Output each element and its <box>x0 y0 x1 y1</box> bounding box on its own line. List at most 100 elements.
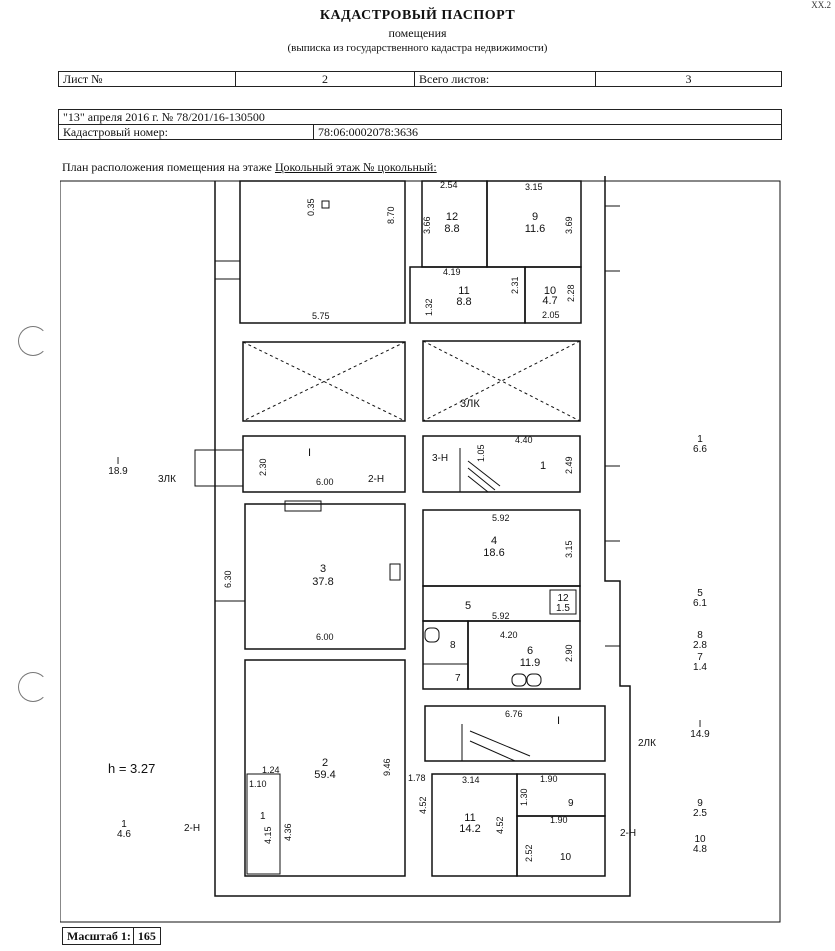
cadastral-number-label: Кадастровый номер: <box>58 124 314 140</box>
room-1b <box>246 773 281 875</box>
dimension-label: 4.52 <box>495 816 505 834</box>
dimension-label: 5.92 <box>492 611 510 621</box>
dimension-label: 1.90 <box>540 774 558 784</box>
side-right-6-area: 2.5 <box>693 808 707 819</box>
fixture-icon <box>526 673 542 687</box>
dimension-label: 3.66 <box>422 216 432 234</box>
dimension-label: 0.35 <box>306 198 316 216</box>
side-right-7-number: 10 <box>694 834 706 845</box>
document-title: КАДАСТРОВЫЙ ПАСПОРТ <box>319 8 516 23</box>
stair-2-label: I <box>557 715 560 727</box>
room-12b-number: 12 <box>557 593 569 604</box>
fixture-icon <box>389 563 401 581</box>
fixture-icon <box>284 500 322 512</box>
room-5-number: 5 <box>465 600 471 612</box>
side-right-3-area: 2.8 <box>693 640 707 651</box>
room-2-area: 59.4 <box>314 769 335 781</box>
scale-value: 165 <box>132 928 156 944</box>
dimension-label: 6.00 <box>316 632 334 642</box>
stair-steps <box>467 475 489 493</box>
shaft-cross <box>422 340 581 422</box>
side-right-7-area: 4.8 <box>693 844 707 855</box>
corner-mark: ХХ.2 <box>811 0 831 10</box>
scale-box: Масштаб 1:165 <box>62 927 161 945</box>
room-11b-area: 14.2 <box>459 823 480 835</box>
shaft-cross <box>242 341 406 422</box>
dimension-label: 2.05 <box>542 310 560 320</box>
side-right-5-area: 14.9 <box>690 729 710 740</box>
side-left-2-number: 1 <box>121 819 127 830</box>
dimension-label: 2.31 <box>510 276 520 294</box>
stair-steps <box>461 724 530 762</box>
side-left-2-area: 4.6 <box>117 829 131 840</box>
room-12-number: 12 <box>446 211 458 223</box>
hole-punch-mark <box>18 672 48 702</box>
dimension-label: 6.30 <box>223 570 233 588</box>
room-12b-area: 1.5 <box>556 603 570 614</box>
dimension-label: 2.30 <box>258 458 268 476</box>
dimension-label: 5.75 <box>312 311 330 321</box>
side-right-2-number: 5 <box>697 588 703 599</box>
fixture-icon <box>321 200 330 209</box>
height-label: h = 3.27 <box>108 761 155 776</box>
room-2 <box>244 659 406 877</box>
dimension-label: 4.19 <box>443 267 461 277</box>
room-1-stair <box>422 435 581 493</box>
stair-steps <box>459 448 500 493</box>
sheet-label: Лист № <box>58 71 236 87</box>
dimension-label: 3.15 <box>564 540 574 558</box>
side-right-1-area: 6.6 <box>693 444 707 455</box>
room-10b-number: 10 <box>560 852 572 863</box>
entrance-3lk <box>194 449 244 487</box>
dimension-label: 4.36 <box>283 823 293 841</box>
cadastral-number-value: 78:06:0002078:3636 <box>313 124 782 140</box>
label-2n-b: 2-Н <box>184 823 200 834</box>
dimension-label: 1.90 <box>550 815 568 825</box>
plan-caption-floor: Цокольный этаж № цокольный: <box>274 160 437 174</box>
plan-caption-prefix: План расположения помещения на этаже <box>62 160 272 174</box>
dimension-label: 6.76 <box>505 709 523 719</box>
dimension-label: 2.28 <box>566 284 576 302</box>
dimension-label: 9.46 <box>382 758 392 776</box>
side-left-1-number: I <box>117 456 120 467</box>
label-2n-a: 2-Н <box>368 474 384 485</box>
room-2-number: 2 <box>322 757 328 769</box>
total-sheets-label: Всего листов: <box>414 71 596 87</box>
dimension-label: 5.92 <box>492 513 510 523</box>
plan-frame <box>60 180 781 923</box>
side-right-3-number: 8 <box>697 630 703 641</box>
side-right-5-number: I <box>699 719 702 730</box>
room-10a <box>524 266 582 324</box>
hole-punch-mark <box>18 326 48 356</box>
date-line: "13" апреля 2016 г. № 78/201/16-130500 <box>58 109 782 125</box>
room-9b <box>516 773 606 817</box>
dimension-label: 4.20 <box>500 630 518 640</box>
stair-steps <box>467 467 496 491</box>
fixture-icon <box>511 673 527 687</box>
shaft-right <box>422 340 581 422</box>
label-3lk: 3ЛК <box>460 398 480 410</box>
dimension-label: 3.15 <box>525 182 543 192</box>
total-sheets-value: 3 <box>595 71 782 87</box>
dimension-label: 4.52 <box>418 796 428 814</box>
floor-plan: 12 8.8 9 11.6 11 8.8 10 4.7 I 1 3-Н 3ЛК … <box>60 176 781 923</box>
room-8-7 <box>422 620 469 690</box>
room-10a-area: 4.7 <box>542 295 557 307</box>
room-9b-number: 9 <box>568 798 574 809</box>
sheet-number-table: Лист № 2 Всего листов: 3 <box>58 71 782 87</box>
side-right-1-number: 1 <box>697 434 703 445</box>
room-12b <box>549 589 577 615</box>
room-10b <box>516 815 606 877</box>
dimension-label: 2.52 <box>524 844 534 862</box>
dimension-label: 8.70 <box>386 206 396 224</box>
stair-steps <box>469 730 531 757</box>
side-right-6-number: 9 <box>697 798 703 809</box>
room-3-area: 37.8 <box>312 576 333 588</box>
dimension-label: 1.10 <box>249 779 267 789</box>
dimension-label: 2.54 <box>440 180 458 190</box>
label-3lk-left: 3ЛК <box>158 474 176 485</box>
document-note: (выписка из государственного кадастра не… <box>287 42 548 54</box>
document-subtitle: помещения <box>388 26 447 40</box>
dimension-label: 2.90 <box>564 644 574 662</box>
room-4-number: 4 <box>491 535 497 547</box>
